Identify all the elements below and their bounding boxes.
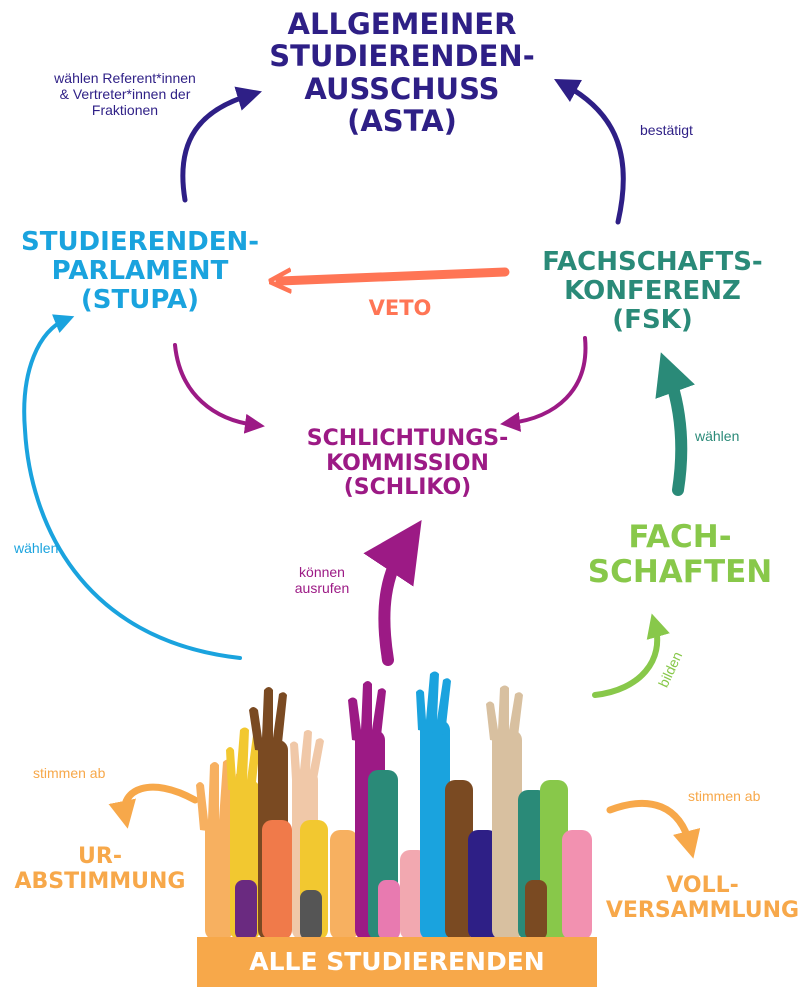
edge-label-line: können xyxy=(299,564,345,580)
edge-label-line: & Vertreter*innen der xyxy=(59,86,191,103)
node-fachschaften: FACH- SCHAFTEN xyxy=(565,520,795,589)
edge-label-line: ausrufen xyxy=(294,580,350,597)
alle-studierenden-label: ALLE STUDIERENDEN xyxy=(249,947,545,976)
edge-label-veto: VETO xyxy=(368,296,432,320)
arrow-fsk-to-schliko xyxy=(500,336,588,432)
node-urabstimmung: UR- ABSTIMMUNG xyxy=(0,844,200,894)
arrow-alle-to-schliko xyxy=(363,520,422,666)
arrow-alle-to-stupa xyxy=(22,314,242,660)
edge-label-waehlen-fsk: wählen xyxy=(695,428,740,444)
node-fsk-line: KONFERENZ xyxy=(564,276,741,307)
edge-label-stimmen-ab-left: stimmen ab xyxy=(33,765,106,781)
node-vollversammlung-line: VOLL- xyxy=(666,873,739,898)
node-fachschaften-line: SCHAFTEN xyxy=(587,553,773,590)
node-asta-line: (ASTA) xyxy=(347,104,457,139)
edge-label-waehlen-referentinnen: wählen Referent*innen & Vertreter*innen … xyxy=(20,70,230,118)
arrow-alle-to-urabstimmung xyxy=(108,783,199,829)
node-schliko-line: SCHLICHTUNGS- xyxy=(306,426,509,451)
arrow-alle-to-fachschaften xyxy=(592,613,670,698)
node-asta-line: AUSSCHUSS xyxy=(304,71,500,106)
edge-label-stimmen-ab-right: stimmen ab xyxy=(688,788,761,804)
edge-label-waehlen-stupa: wählen xyxy=(14,540,59,556)
node-fachschaften-line: FACH- xyxy=(628,519,732,555)
node-stupa-line: STUDIERENDEN- xyxy=(20,227,260,257)
node-schliko-line: KOMMISSION xyxy=(326,450,489,476)
node-stupa-line: PARLAMENT xyxy=(51,256,229,287)
node-schliko: SCHLICHTUNGS- KOMMISSION (SCHLIKO) xyxy=(255,426,560,501)
node-fsk-line: (FSK) xyxy=(612,305,693,336)
arrow-stupa-to-asta xyxy=(180,86,262,203)
node-vollversammlung: VOLL- VERSAMMLUNG xyxy=(600,873,805,923)
raised-hands-illustration xyxy=(196,671,592,940)
node-asta-line: STUDIERENDEN- xyxy=(269,39,535,74)
arrow-fachschaften-to-fsk xyxy=(655,352,695,496)
arrow-alle-to-vollversammlung xyxy=(606,799,701,859)
node-fsk: FACHSCHAFTS- KONFERENZ (FSK) xyxy=(520,247,785,336)
node-schliko-line: (SCHLIKO) xyxy=(343,475,472,501)
node-urabstimmung-line: UR- xyxy=(78,844,122,869)
arrow-fsk-to-asta xyxy=(554,79,626,225)
arrow-stupa-to-schliko xyxy=(173,343,265,434)
edge-label-koennen-ausrufen: können ausrufen xyxy=(282,564,362,596)
node-fsk-line: FACHSCHAFTS- xyxy=(542,247,763,277)
node-stupa: STUDIERENDEN- PARLAMENT (STUPA) xyxy=(0,227,280,316)
edge-label-line: wählen Referent*innen xyxy=(54,70,196,86)
node-asta-line: ALLGEMEINER xyxy=(287,7,517,41)
edge-label-bestaetigt: bestätigt xyxy=(640,122,693,138)
node-stupa-line: (STUPA) xyxy=(80,285,200,316)
base-banner xyxy=(197,937,597,987)
edge-label-line: Fraktionen xyxy=(91,102,159,119)
node-asta: ALLGEMEINER STUDIERENDEN- AUSSCHUSS (AST… xyxy=(232,8,572,138)
node-urabstimmung-line: ABSTIMMUNG xyxy=(14,868,186,894)
node-vollversammlung-line: VERSAMMLUNG xyxy=(605,897,800,923)
arrow-veto xyxy=(280,272,510,281)
